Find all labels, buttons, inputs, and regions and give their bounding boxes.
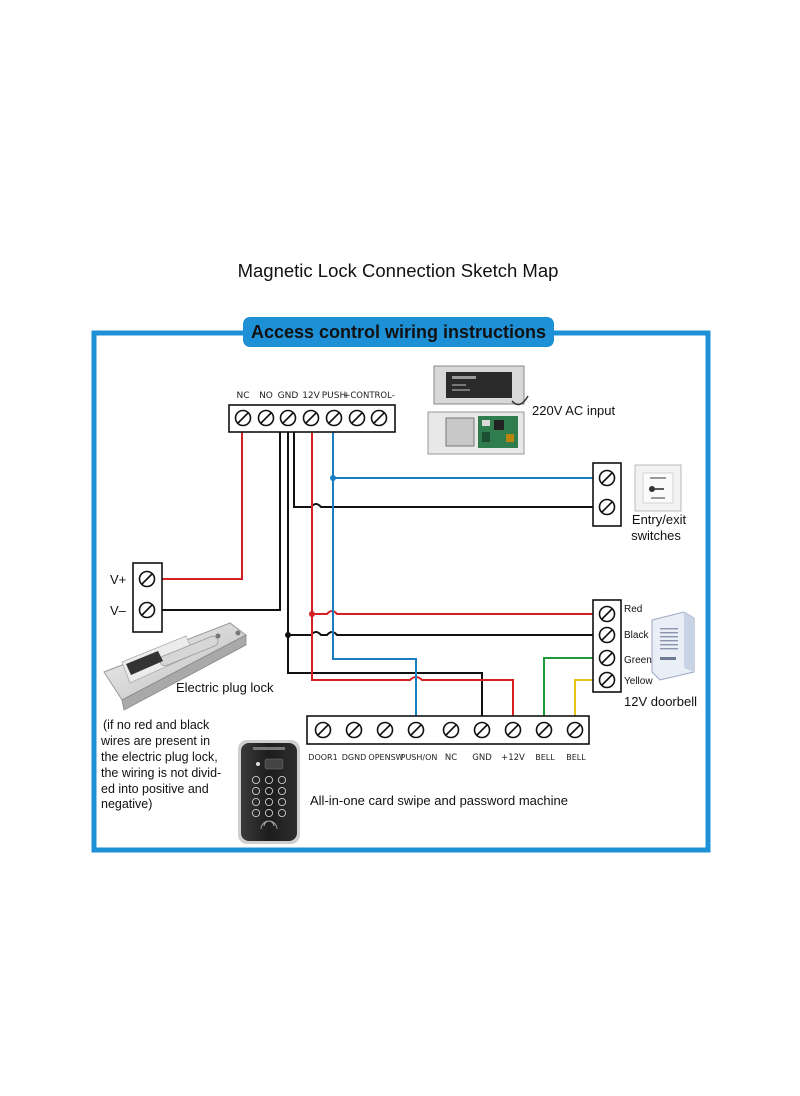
terminal-screw (598, 626, 616, 644)
lock-note-line: negative) (101, 797, 152, 811)
doorbell-wire-label: Black (624, 630, 649, 641)
terminal-screw (279, 409, 297, 427)
keypad-image (238, 740, 300, 844)
power-supply-label: 220V AC input (532, 403, 616, 418)
banner-title: Access control wiring instructions (251, 322, 546, 342)
wire-bell-to-doorbell-yellow (574, 679, 600, 727)
terminal-label: BELL (535, 753, 555, 762)
terminal-label: 12V (302, 391, 320, 401)
terminal-label: GND (472, 753, 492, 763)
terminal-label: OPENSW (368, 753, 403, 762)
terminal-screw (376, 721, 394, 739)
terminal-label: NC (445, 753, 457, 763)
lock-note: (if no red and black wires are present i… (100, 718, 221, 811)
terminal-screw (257, 409, 275, 427)
terminal-screw (407, 721, 425, 739)
terminal-label: +CONTROL- (343, 391, 395, 401)
terminal-screw (473, 721, 491, 739)
terminal-screw (325, 409, 343, 427)
terminal-screw (566, 721, 584, 739)
terminal-label: BELL (566, 753, 586, 762)
terminal-screw (535, 721, 553, 739)
terminal-screw (314, 721, 332, 739)
terminal-label: +12V (501, 753, 525, 763)
wires (156, 418, 600, 727)
terminal-label: NO (259, 391, 273, 401)
junction-dot (330, 475, 336, 481)
wire-bell-to-doorbell-green (543, 657, 600, 727)
wire-12v-to-doorbell-red (311, 418, 600, 615)
power-supply-image (427, 365, 529, 455)
exit-switch-terminal-block (592, 462, 622, 527)
lock-terminal-vminus: V– (110, 603, 127, 618)
terminal-screw (598, 649, 616, 667)
terminal-screw (598, 671, 616, 689)
doorbell-wire-label: Green (624, 655, 652, 666)
junction-dot (285, 632, 291, 638)
terminal-label: PUSH (322, 391, 347, 401)
terminal-screw (345, 721, 363, 739)
wire-push-to-controller-pushon (332, 478, 417, 727)
electric-plug-lock-image (103, 622, 247, 711)
page-title: Magnetic Lock Connection Sketch Map (238, 260, 559, 281)
wire-gnd-to-lock-vminus (156, 418, 281, 611)
terminal-screw (370, 409, 388, 427)
terminal-screw (442, 721, 460, 739)
exit-switch-label-line2: switches (631, 528, 681, 543)
doorbell-label: 12V doorbell (624, 694, 697, 709)
terminal-screw (138, 570, 156, 588)
doorbell-wire-label: Yellow (624, 676, 653, 687)
wire-gnd-to-doorbell-black (288, 631, 600, 636)
terminal-screw (234, 409, 252, 427)
lock-note-line: ed into positive and (101, 782, 209, 796)
doorbell-image (651, 611, 695, 681)
lock-note-line: wires are present in (100, 734, 210, 748)
doorbell-terminal-block (592, 599, 622, 693)
terminal-label: DOOR1 (308, 753, 337, 762)
wire-nc-to-lock-vplus (156, 418, 243, 580)
terminal-label: DGND (342, 753, 367, 762)
doorbell-wire-label: Red (624, 604, 642, 615)
terminal-screw (504, 721, 522, 739)
key-icon (649, 486, 655, 492)
junction-dot (309, 611, 315, 617)
lock-note-line: (if no red and black (103, 718, 210, 732)
exit-switch-image (634, 464, 682, 512)
wire-gnd-to-controller-gnd (287, 418, 483, 727)
terminal-screw (302, 409, 320, 427)
terminal-label: NC (236, 391, 249, 401)
controller-label: All-in-one card swipe and password machi… (310, 793, 568, 808)
terminal-screw (348, 409, 366, 427)
banner-background (243, 317, 554, 347)
terminal-screw (598, 469, 616, 487)
electric-plug-lock-label: Electric plug lock (176, 680, 274, 695)
terminal-label: PUSH/ON (401, 753, 438, 762)
terminal-screw (598, 605, 616, 623)
terminal-screw (598, 498, 616, 516)
lock-note-line: the electric plug lock, (101, 750, 218, 764)
lock-terminal-block (132, 562, 163, 633)
terminal-screw (138, 601, 156, 619)
lock-terminal-vplus: V+ (110, 572, 126, 587)
power-supply-terminal-block: NC NO GND 12V PUSH +CONTROL- (228, 391, 396, 433)
lock-note-line: the wiring is not divid- (101, 766, 221, 780)
controller-terminal-block: DOOR1 DGND OPENSW PUSH/ON NC GND +12V BE… (306, 715, 590, 763)
exit-switch-label-line1: Entry/exit (632, 512, 687, 527)
terminal-label: GND (278, 391, 299, 401)
